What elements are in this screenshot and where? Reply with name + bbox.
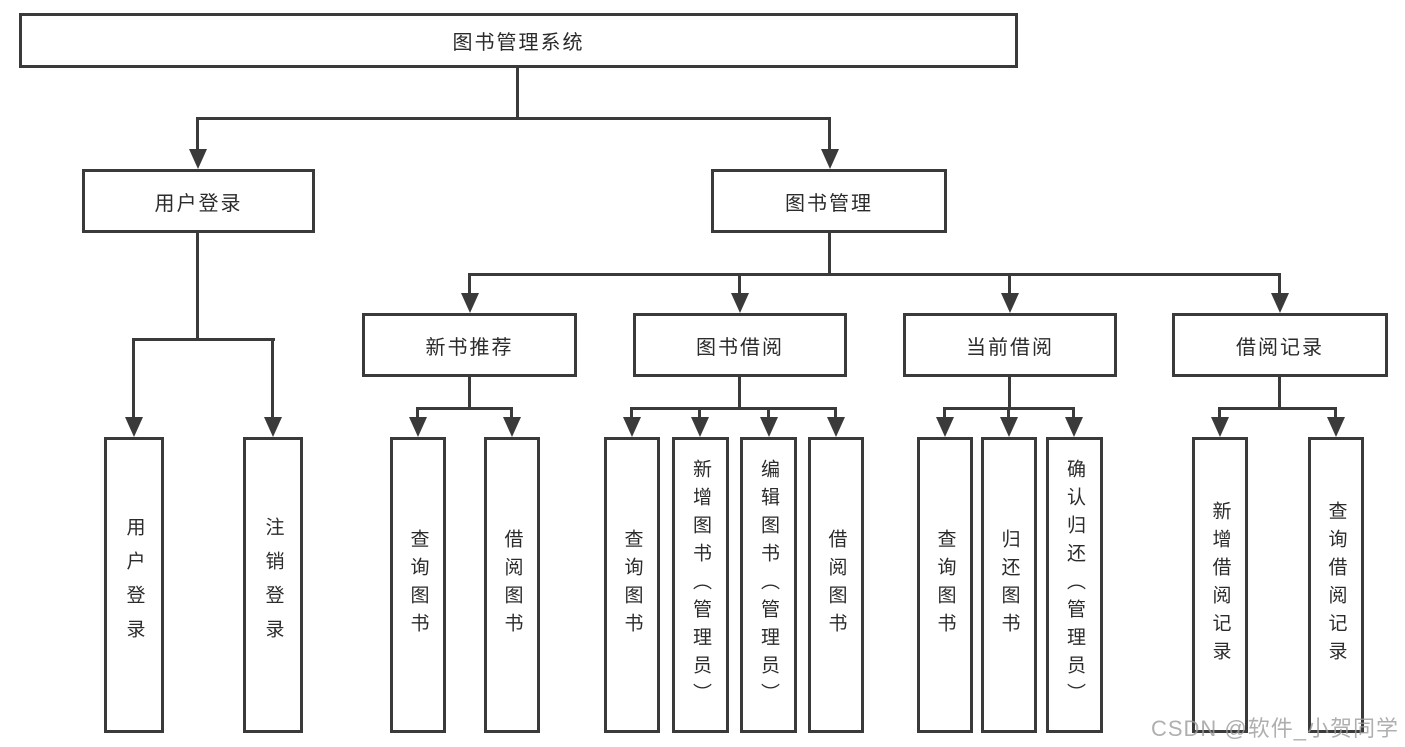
arrow-down-icon [1271, 293, 1289, 313]
arrow-down-icon [760, 417, 778, 437]
connector-drop-login [132, 338, 135, 420]
leaf-return-books: 归还图书 [981, 437, 1037, 733]
leaf-query-books-current: 查询图书 [917, 437, 973, 733]
connector-drop [1007, 407, 1010, 421]
connector-drop [834, 407, 837, 421]
connector-borrow-records-stub [1278, 377, 1281, 410]
connector-level3-elbow [468, 273, 1281, 276]
connector-book-borrow-stub [738, 377, 741, 410]
connector-drop [630, 407, 633, 421]
node-book-management: 图书管理 [711, 169, 947, 233]
connector-user-login-elbow [132, 338, 275, 341]
arrow-down-icon [827, 417, 845, 437]
leaf-logout: 注销登录 [243, 437, 303, 733]
connector-book-management-stub [828, 233, 831, 276]
connector-drop-user-login [196, 117, 199, 152]
arrow-down-icon [1000, 417, 1018, 437]
leaf-edit-books-admin: 编辑图书（管理员） [740, 437, 797, 733]
connector-level2-elbow [196, 117, 831, 120]
connector-drop-book-management [828, 117, 831, 152]
connector-user-login-stub [196, 233, 199, 341]
leaf-add-borrow-record: 新增借阅记录 [1192, 437, 1248, 733]
node-current-borrow: 当前借阅 [903, 313, 1117, 377]
leaf-query-borrow-record: 查询借阅记录 [1308, 437, 1364, 733]
leaf-borrow-books-recommend: 借阅图书 [484, 437, 540, 733]
connector-drop [698, 407, 701, 421]
connector-drop [416, 407, 419, 421]
connector-drop [943, 407, 946, 421]
connector-drop-new-book [468, 273, 471, 296]
connector-current-borrow-stub [1008, 377, 1011, 410]
leaf-add-books-admin: 新增图书（管理员） [672, 437, 729, 733]
arrow-down-icon [936, 417, 954, 437]
connector-drop [1072, 407, 1075, 421]
arrow-down-icon [821, 149, 839, 169]
arrow-down-icon [125, 417, 143, 437]
arrow-down-icon [623, 417, 641, 437]
arrow-down-icon [1001, 293, 1019, 313]
arrow-down-icon [1211, 417, 1229, 437]
connector-drop [1218, 407, 1221, 421]
node-borrow-records: 借阅记录 [1172, 313, 1388, 377]
node-user-login: 用户登录 [82, 169, 315, 233]
leaf-confirm-return-admin: 确认归还（管理员） [1046, 437, 1103, 733]
arrow-down-icon [1327, 417, 1345, 437]
connector-drop [1334, 407, 1337, 421]
leaf-user-login: 用户登录 [104, 437, 164, 733]
node-new-book-recommend: 新书推荐 [362, 313, 577, 377]
arrow-down-icon [264, 417, 282, 437]
arrow-down-icon [731, 293, 749, 313]
node-book-borrow: 图书借阅 [633, 313, 847, 377]
arrow-down-icon [461, 293, 479, 313]
leaf-borrow-books: 借阅图书 [808, 437, 864, 733]
node-library-system: 图书管理系统 [19, 13, 1018, 68]
connector-new-book-elbow [416, 407, 513, 410]
arrow-down-icon [409, 417, 427, 437]
connector-drop-book-borrow [738, 273, 741, 296]
connector-book-borrow-elbow [630, 407, 837, 410]
csdn-watermark: CSDN @软件_小贺同学 [1150, 716, 1399, 741]
connector-drop-logout [271, 338, 274, 420]
connector-root-stub [516, 68, 519, 120]
arrow-down-icon [503, 417, 521, 437]
arrow-down-icon [1065, 417, 1083, 437]
connector-drop-current-borrow [1008, 273, 1011, 296]
connector-drop-borrow-records [1278, 273, 1281, 296]
connector-drop [510, 407, 513, 421]
leaf-query-books-borrow: 查询图书 [604, 437, 660, 733]
connector-drop [767, 407, 770, 421]
connector-new-book-stub [468, 377, 471, 410]
connector-borrow-records-elbow [1218, 407, 1337, 410]
leaf-query-books-recommend: 查询图书 [390, 437, 446, 733]
arrow-down-icon [691, 417, 709, 437]
arrow-down-icon [189, 149, 207, 169]
